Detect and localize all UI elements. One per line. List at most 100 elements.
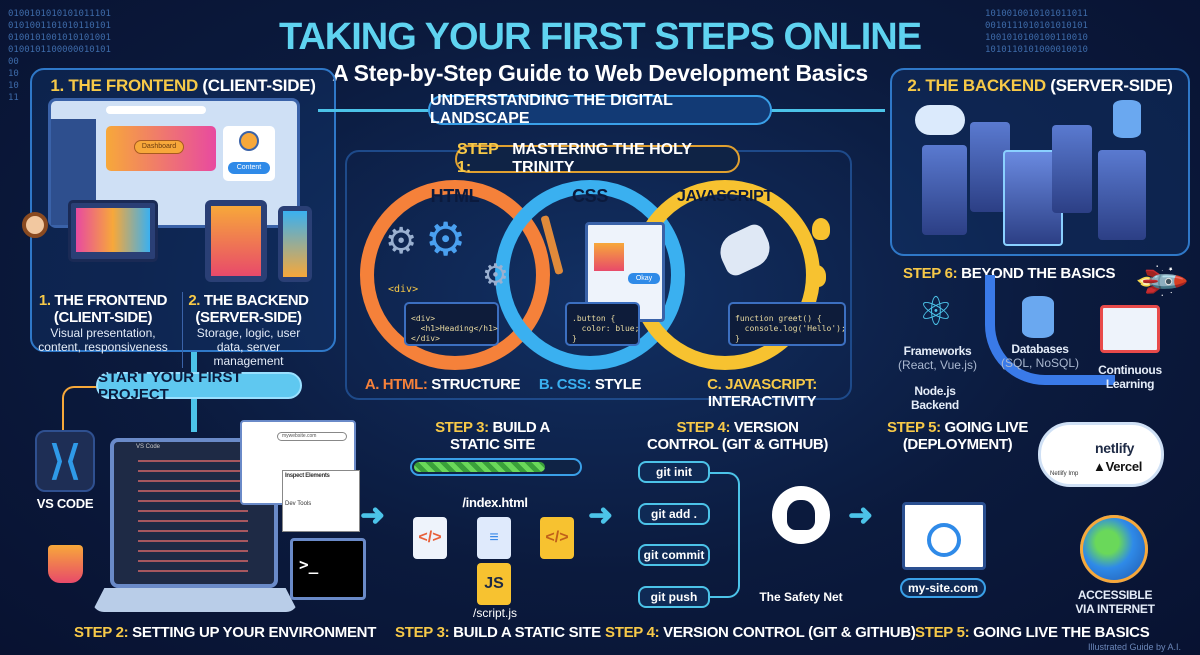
plant-mug-icon xyxy=(48,545,83,583)
step5-num: STEP 5: xyxy=(887,419,941,436)
backend-caption-text: THE BACKEND (SERVER-SIDE) xyxy=(195,292,309,326)
git-commit-command: git commit xyxy=(638,544,710,566)
html-label-num: A. HTML: xyxy=(364,376,428,393)
code-lines xyxy=(138,456,248,576)
frontend-title-num: 1. THE FRONTEND xyxy=(50,76,198,95)
html-code-snippet: <div> <h1>Heading</h1> </div> xyxy=(404,302,499,346)
backend-caption-num: 2. xyxy=(188,292,201,309)
js-code-snippet: function greet() { console.log('Hello');… xyxy=(728,302,846,346)
css-ring-label: CSS xyxy=(571,186,609,206)
inspect-title: Inspect Elements xyxy=(285,473,330,479)
netlify-logo: netlify xyxy=(1095,440,1135,456)
vercel-text: Vercel xyxy=(1105,459,1143,474)
step3-bottom-text: BUILD A STATIC SITE xyxy=(449,624,601,641)
continuous-learning-label: Continuous Learning xyxy=(1098,363,1162,391)
frameworks-sub: (React, Vue.js) xyxy=(898,358,977,372)
step6-num: STEP 6: xyxy=(903,265,958,282)
start-project-pill: START YOUR FIRST PROJECT xyxy=(96,369,302,403)
js-label-text: INTERACTIVITY xyxy=(707,393,817,410)
build-progress-fill xyxy=(414,462,546,472)
step3-bottom-label: STEP 3: BUILD A STATIC SITE xyxy=(395,624,601,641)
binary-decoration-left: 0100101010101011101 0101001101010110101 … xyxy=(8,9,111,103)
arrow-right-line xyxy=(770,109,885,112)
phone-icon xyxy=(278,206,312,282)
accessible-label: ACCESSIBLE VIA INTERNET xyxy=(1075,588,1155,616)
step5-bottom-text: GOING LIVE THE BASICS xyxy=(969,624,1150,641)
databases-sub: (SQL, NoSQL) xyxy=(1000,356,1080,370)
html-file-icon: </> xyxy=(413,517,447,559)
vscode-icon: ⟩⟨ xyxy=(35,430,95,492)
connector-vscode xyxy=(62,386,98,431)
css-label: B. CSS: STYLE xyxy=(530,376,650,393)
browser-mockup: Dashboard Content xyxy=(48,98,300,228)
step2-label: STEP 2: SETTING UP YOUR ENVIRONMENT xyxy=(74,624,376,641)
css-label-text: STYLE xyxy=(591,376,642,393)
backend-title-rest: (SERVER-SIDE) xyxy=(1045,76,1173,95)
js-label-num: C. JAVASCRIPT: xyxy=(707,376,817,393)
vercel-logo: ▲Vercel xyxy=(1093,459,1143,474)
git-push-command: git push xyxy=(638,586,710,608)
script-js-label: /script.js xyxy=(472,606,517,620)
avatar-icon xyxy=(239,131,259,151)
backend-caption-desc: Storage, logic, user data, server manage… xyxy=(196,326,301,368)
git-connector xyxy=(710,472,740,598)
build-progress-bar xyxy=(410,458,582,476)
backend-title-num: 2. THE BACKEND xyxy=(907,76,1046,95)
editor-tab: VS Code xyxy=(136,444,161,450)
step4-bottom-text: VERSION CONTROL (GIT & GITHUB) xyxy=(659,624,916,641)
html-ring-label: HTML xyxy=(430,186,480,206)
css-okay-button: Okay xyxy=(628,273,660,284)
page-subtitle: A Step-by-Step Guide to Web Development … xyxy=(332,60,868,86)
github-icon xyxy=(772,486,830,544)
frontend-caption-text: THE FRONTEND (CLIENT-SIDE) xyxy=(50,292,168,326)
step1-num: STEP 1: xyxy=(457,141,499,176)
js-file-icon: JS xyxy=(477,563,511,605)
profile-card: Content xyxy=(223,126,275,181)
content-button: Content xyxy=(228,162,270,174)
html-label-text: STRUCTURE xyxy=(427,376,521,393)
globe-icon xyxy=(927,523,961,557)
database-icon xyxy=(1113,100,1141,138)
backend-caption: 2. THE BACKEND (SERVER-SIDE) Storage, lo… xyxy=(182,292,314,368)
step4-num: STEP 4: xyxy=(676,419,731,436)
lightbulb-icon xyxy=(812,218,830,240)
frontend-caption-desc: Visual presentation, content, responsive… xyxy=(38,326,168,354)
server-rack-icon xyxy=(922,145,967,235)
laptop-keyboard xyxy=(92,588,298,612)
code-file-icon: </> xyxy=(540,517,574,559)
step5-title: STEP 5: GOING LIVE (DEPLOYMENT) xyxy=(885,419,1030,453)
cloud-icon xyxy=(915,105,965,135)
backend-title: 2. THE BACKEND (SERVER-SIDE) xyxy=(890,76,1190,96)
step4-text: VERSION CONTROL (GIT & GITHUB) xyxy=(647,419,828,453)
netlify-imp-logo: Netlify Imp xyxy=(1050,471,1079,477)
rocket-icon: 🚀 xyxy=(1132,253,1190,311)
frontend-caption: 1. THE FRONTEND (CLIENT-SIDE) Visual pre… xyxy=(38,292,168,354)
arrow-to-step3: ➜ xyxy=(360,499,386,532)
css-label-num: B. CSS: xyxy=(538,376,592,393)
hosting-cloud xyxy=(1038,422,1164,487)
server-rack-icon xyxy=(1052,125,1092,213)
nodejs-label: Node.js Backend xyxy=(911,384,959,412)
tablet-icon xyxy=(205,200,267,282)
laptop-icon xyxy=(68,200,158,262)
terminal-window: >_ xyxy=(290,538,366,600)
step5-text: GOING LIVE (DEPLOYMENT) xyxy=(902,419,1029,453)
gear-icon: ⚙ xyxy=(425,213,467,265)
step4-title: STEP 4: VERSION CONTROL (GIT & GITHUB) xyxy=(640,419,835,453)
step2-text: SETTING UP YOUR ENVIRONMENT xyxy=(128,624,377,641)
html-div-tag: <div> xyxy=(388,284,419,295)
step4-bottom-label: STEP 4: VERSION CONTROL (GIT & GITHUB) xyxy=(605,624,916,641)
character-illustration xyxy=(22,212,48,238)
frontend-caption-num: 1. xyxy=(38,292,51,309)
safety-net-label: The Safety Net xyxy=(759,590,843,604)
gear-icon: ⚙ xyxy=(482,259,509,292)
gear-icon: ⚙ xyxy=(385,220,418,261)
landscape-pill: UNDERSTANDING THE DIGITAL LANDSCAPE xyxy=(428,92,772,127)
frontend-title-rest: (CLIENT-SIDE) xyxy=(197,76,316,95)
inspect-panel: Inspect Elements Dev Tools xyxy=(282,470,360,532)
frameworks-label: Frameworks xyxy=(903,344,972,358)
arrow-left-line xyxy=(318,109,430,112)
domain-pill: my-site.com xyxy=(900,578,986,598)
css-code-snippet: .button { color: blue; } xyxy=(565,302,640,346)
frontend-caption-title: 1. THE FRONTEND (CLIENT-SIDE) xyxy=(38,292,168,326)
